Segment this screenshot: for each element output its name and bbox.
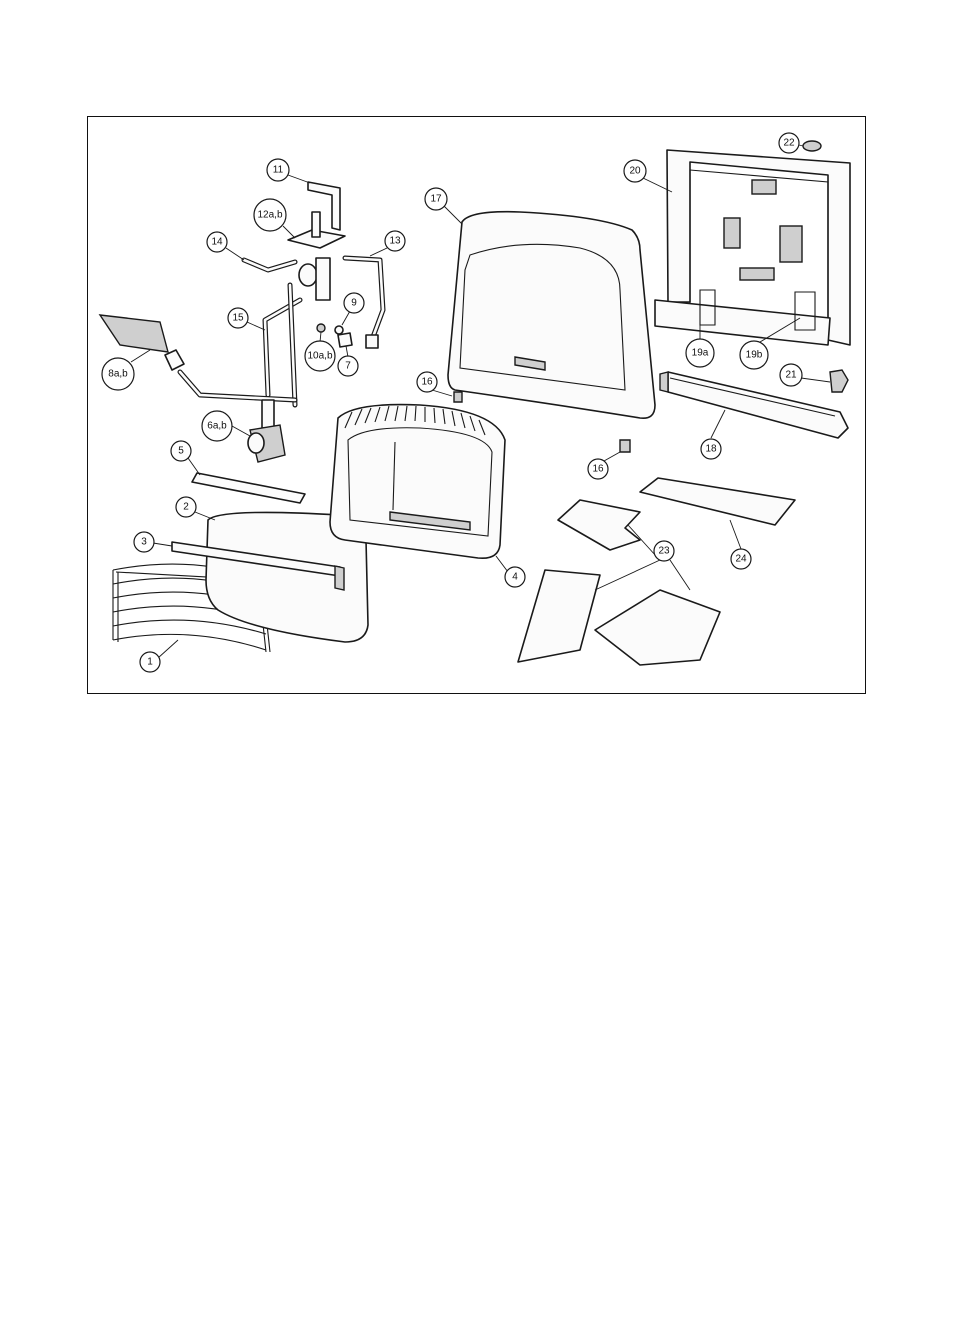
callout-14: 14 xyxy=(207,232,227,252)
callout-24: 24 xyxy=(731,549,751,569)
part-sheet-24 xyxy=(640,478,795,525)
part-bracket xyxy=(830,370,848,392)
part-knob xyxy=(803,141,821,151)
callout-label: 23 xyxy=(658,546,670,557)
callout-16a: 16 xyxy=(417,372,437,392)
part-back-casing xyxy=(655,150,850,345)
callout-label: 11 xyxy=(273,165,284,176)
callout-1: 1 xyxy=(140,652,160,672)
callout-label: 24 xyxy=(735,554,747,565)
callout-label: 2 xyxy=(183,502,189,513)
callout-7: 7 xyxy=(338,356,358,376)
callout-11: 11 xyxy=(267,159,289,181)
callout-12ab: 12a,b xyxy=(254,199,286,231)
callout-22: 22 xyxy=(779,133,799,153)
callout-label: 3 xyxy=(141,537,147,548)
callout-label: 5 xyxy=(178,446,184,457)
callout-label: 1 xyxy=(147,657,153,668)
callout-label: 19b xyxy=(746,350,763,361)
callout-label: 12a,b xyxy=(257,210,282,221)
part-strip xyxy=(192,473,305,503)
callout-6ab: 6a,b xyxy=(202,411,232,441)
callout-label: 6a,b xyxy=(207,421,227,432)
callout-label: 15 xyxy=(232,313,244,324)
callout-16b: 16 xyxy=(588,459,608,479)
callout-20: 20 xyxy=(624,160,646,182)
callout-label: 19a xyxy=(692,348,709,359)
part-front-panel xyxy=(448,212,655,419)
callout-label: 20 xyxy=(629,166,641,177)
callout-label: 7 xyxy=(345,361,351,372)
callout-5: 5 xyxy=(171,441,191,461)
callout-10ab: 10a,b xyxy=(305,341,335,371)
callout-21: 21 xyxy=(780,364,802,386)
part-burner-tray xyxy=(660,372,848,438)
part-sheets-23 xyxy=(518,500,720,665)
callout-17: 17 xyxy=(425,188,447,210)
callout-label: 16 xyxy=(421,377,433,388)
callout-label: 16 xyxy=(592,464,604,475)
callout-label: 22 xyxy=(783,138,795,149)
callout-label: 4 xyxy=(512,572,518,583)
callout-label: 17 xyxy=(430,194,442,205)
callout-19a: 19a xyxy=(686,339,714,367)
callout-2: 2 xyxy=(176,497,196,517)
callout-label: 13 xyxy=(389,236,401,247)
callout-label: 14 xyxy=(211,237,223,248)
callout-8ab: 8a,b xyxy=(102,358,134,390)
callout-label: 10a,b xyxy=(307,351,332,362)
callout-label: 21 xyxy=(785,370,797,381)
callout-15: 15 xyxy=(228,308,248,328)
callout-label: 18 xyxy=(705,444,717,455)
part-firebox-frame xyxy=(330,405,505,559)
callout-3: 3 xyxy=(134,532,154,552)
callout-13: 13 xyxy=(385,231,405,251)
callout-19b: 19b xyxy=(740,341,768,369)
callout-4: 4 xyxy=(505,567,525,587)
callout-18: 18 xyxy=(701,439,721,459)
callout-9: 9 xyxy=(344,293,364,313)
callout-label: 8a,b xyxy=(108,369,128,380)
callout-23: 23 xyxy=(654,541,674,561)
callout-label: 9 xyxy=(351,298,357,309)
